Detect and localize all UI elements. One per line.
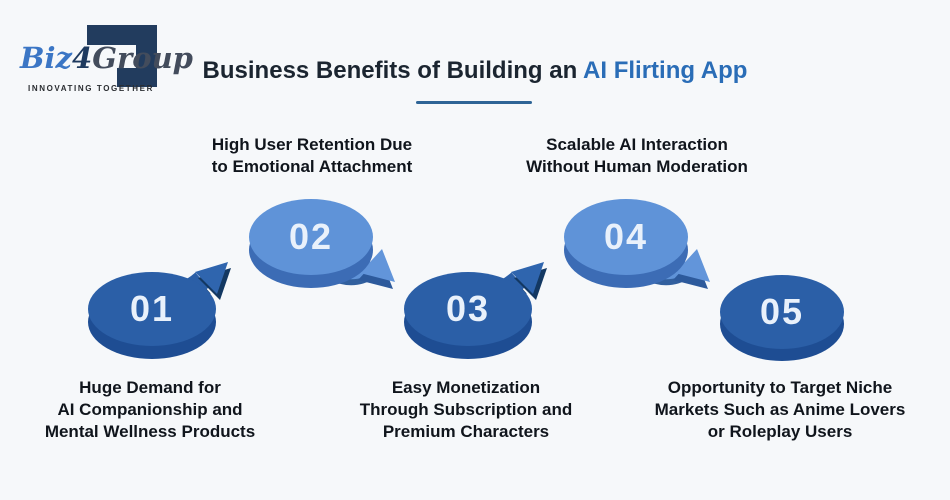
- page-title: Business Benefits of Building an AI Flir…: [0, 57, 950, 85]
- step-01-graphic: 01: [88, 262, 231, 359]
- step-02-graphic: 02: [249, 199, 395, 289]
- label-line: Huge Demand for: [79, 378, 221, 397]
- step-04-label: Scalable AI Interaction Without Human Mo…: [496, 134, 778, 178]
- step-03-graphic: 03: [404, 262, 547, 359]
- logo-word-biz: Biz: [20, 41, 72, 75]
- logo-tagline: INNOVATING TOGETHER: [28, 84, 154, 93]
- label-line: Scalable AI Interaction: [546, 135, 728, 154]
- step-05-label: Opportunity to Target Niche Markets Such…: [624, 377, 936, 443]
- label-line: Without Human Moderation: [526, 157, 748, 176]
- logo-word-4: 4: [72, 41, 93, 75]
- step-number: 01: [130, 288, 174, 329]
- step-number: 04: [604, 216, 648, 257]
- label-line: Markets Such as Anime Lovers: [654, 400, 906, 419]
- label-line: Mental Wellness Products: [44, 422, 256, 441]
- circle-face: [404, 272, 532, 346]
- title-underline: [416, 101, 532, 104]
- step-number: 02: [289, 216, 333, 257]
- biz4group-logo: Biz4Group INNOVATING TOGETHER: [18, 14, 193, 102]
- label-line: Easy Monetization: [391, 378, 541, 397]
- logo-wordmark: Biz4Group: [20, 42, 193, 74]
- page-title-prefix: Business Benefits of Building an: [202, 57, 584, 84]
- step-05-graphic: 05: [720, 275, 844, 361]
- circle-face: [88, 272, 216, 346]
- label-line: Through Subscription and: [359, 400, 573, 419]
- circle-face: [564, 199, 688, 275]
- label-line: AI Companionship and: [57, 400, 243, 419]
- label-line: or Roleplay Users: [707, 422, 853, 441]
- logo-word-group: Group: [92, 41, 193, 75]
- circle-face: [720, 275, 844, 349]
- label-line: High User Retention Due: [211, 135, 413, 154]
- step-number: 05: [760, 291, 804, 332]
- label-line: Premium Characters: [382, 422, 550, 441]
- step-04-graphic: 04: [564, 199, 710, 289]
- page-title-highlight: AI Flirting App: [583, 57, 748, 84]
- circle-face: [249, 199, 373, 275]
- step-03-label: Easy Monetization Through Subscription a…: [325, 377, 607, 443]
- step-02-label: High User Retention Due to Emotional Att…: [171, 134, 453, 178]
- step-number: 03: [446, 288, 490, 329]
- step-01-label: Huge Demand for AI Companionship and Men…: [9, 377, 291, 443]
- label-line: Opportunity to Target Niche: [667, 378, 893, 397]
- logo-bracket-icon: [87, 25, 157, 87]
- label-line: to Emotional Attachment: [211, 157, 413, 176]
